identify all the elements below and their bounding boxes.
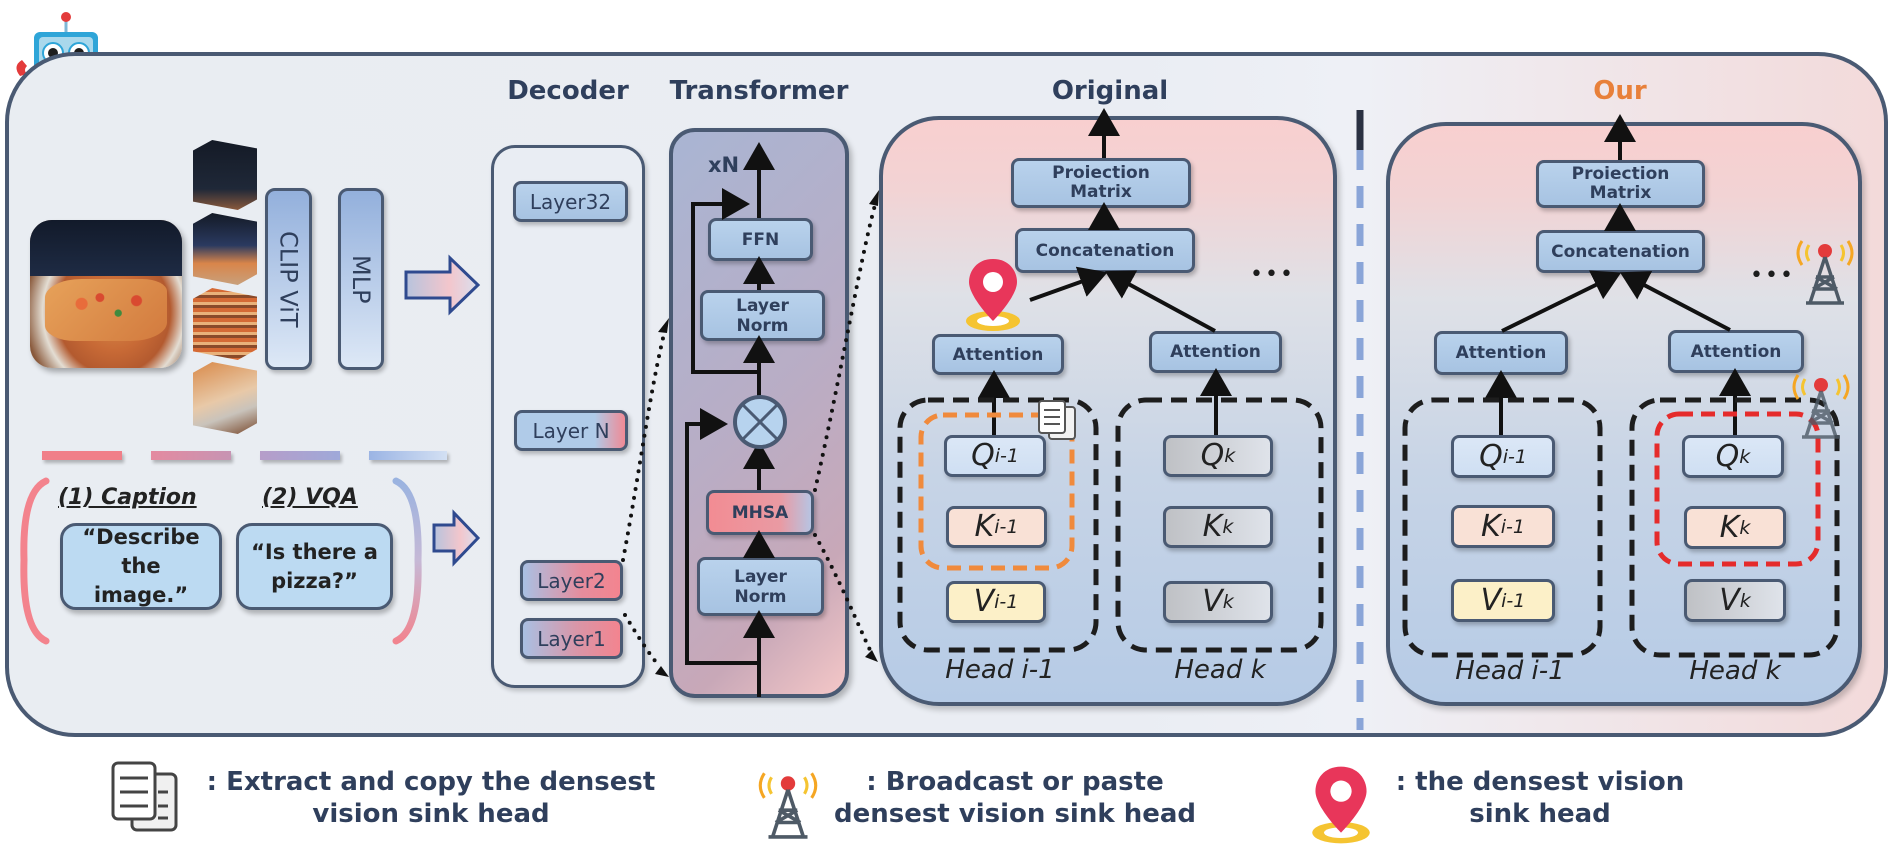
copy-document-icon[interactable] <box>1035 398 1081 442</box>
original-head-i-1-label: Head i-1 <box>945 655 1055 685</box>
broadcast-tower-icon[interactable] <box>1786 367 1856 441</box>
text-to-decoder-arrow <box>432 509 481 567</box>
modality-divider <box>42 451 447 460</box>
mlp-label: MLP <box>347 254 375 304</box>
mhsa-block[interactable]: MHSA <box>706 490 814 535</box>
vision-to-decoder-arrow <box>404 254 481 316</box>
ffn-block[interactable]: FFN <box>708 218 813 261</box>
original-title: Original <box>1051 76 1169 106</box>
left-bracket <box>20 477 50 645</box>
image-patch <box>193 213 257 285</box>
our-qk-highlight <box>1654 411 1821 567</box>
right-bracket <box>392 477 422 645</box>
legend-copy-text: : Extract and copy the densest vision si… <box>206 767 656 829</box>
image-patch <box>193 140 257 210</box>
clip-vit-block: CLIP ViT <box>265 188 312 370</box>
zoom-connector-upper <box>621 328 667 562</box>
clip-vit-label: CLIP ViT <box>274 230 303 328</box>
our-head-i-1-label: Head i-1 <box>1455 656 1565 686</box>
decoder-layer-32[interactable]: Layer32 <box>513 181 628 222</box>
original-ellipsis: ••• <box>1250 262 1295 287</box>
task-label-caption: (1) Caption <box>58 485 197 510</box>
decoder-layer-1[interactable]: Layer1 <box>520 618 623 659</box>
decoder-layer-2[interactable]: Layer2 <box>520 560 623 601</box>
our-projection-block[interactable]: Proiection Matrix <box>1536 160 1705 208</box>
input-image <box>30 220 182 368</box>
legend-pin-text: : the densest vision sink head <box>1395 767 1685 829</box>
decoder-layer-n[interactable]: Layer N <box>514 410 628 451</box>
original-qk-highlight <box>918 412 1075 571</box>
original-head-k-group <box>1115 397 1324 653</box>
our-title: Our <box>1593 76 1647 106</box>
original-head-k-label: Head k <box>1174 655 1266 685</box>
location-pin-icon[interactable] <box>962 255 1024 335</box>
broadcast-tower-icon[interactable] <box>1790 233 1860 307</box>
our-head-k-label: Head k <box>1689 656 1781 686</box>
zoom-connector-right-upper <box>813 203 877 492</box>
vqa-prompt-box: “Is there a pizza?” <box>236 523 393 610</box>
caption-prompt-box: “Describe the image.” <box>60 523 222 610</box>
zoom-connector-right-lower <box>813 533 872 652</box>
task-label-vqa: (2) VQA <box>262 485 358 510</box>
broadcast-tower-icon <box>758 772 818 839</box>
decoder-title: Decoder <box>507 76 629 106</box>
original-projection-block[interactable]: Proiection Matrix <box>1011 158 1191 208</box>
transformer-title: Transformer <box>669 76 849 106</box>
image-patches <box>193 140 257 434</box>
original-concatenation-block[interactable]: Concatenation <box>1015 228 1195 273</box>
repeat-label: xN <box>708 153 740 177</box>
image-patch <box>193 288 257 360</box>
original-attention-head-k[interactable]: Attention <box>1149 331 1282 373</box>
location-pin-icon <box>1312 766 1370 844</box>
copy-document-icon <box>111 761 178 832</box>
original-head-i-1-group <box>897 397 1099 653</box>
zoom-connector-lower <box>623 613 662 669</box>
our-concatenation-block[interactable]: Concatenation <box>1536 230 1705 273</box>
layer-norm-top-block[interactable]: Layer Norm <box>700 290 825 341</box>
mlp-block: MLP <box>338 188 384 370</box>
original-attention-head-i-1[interactable]: Attention <box>932 334 1064 375</box>
add-operator-icon <box>733 395 787 449</box>
legend-broadcast-text: : Broadcast or paste densest vision sink… <box>833 767 1197 829</box>
our-head-k-group <box>1629 397 1840 658</box>
image-patch <box>193 362 257 434</box>
our-head-i-1-group <box>1402 397 1603 658</box>
our-ellipsis: ••• <box>1750 263 1795 288</box>
